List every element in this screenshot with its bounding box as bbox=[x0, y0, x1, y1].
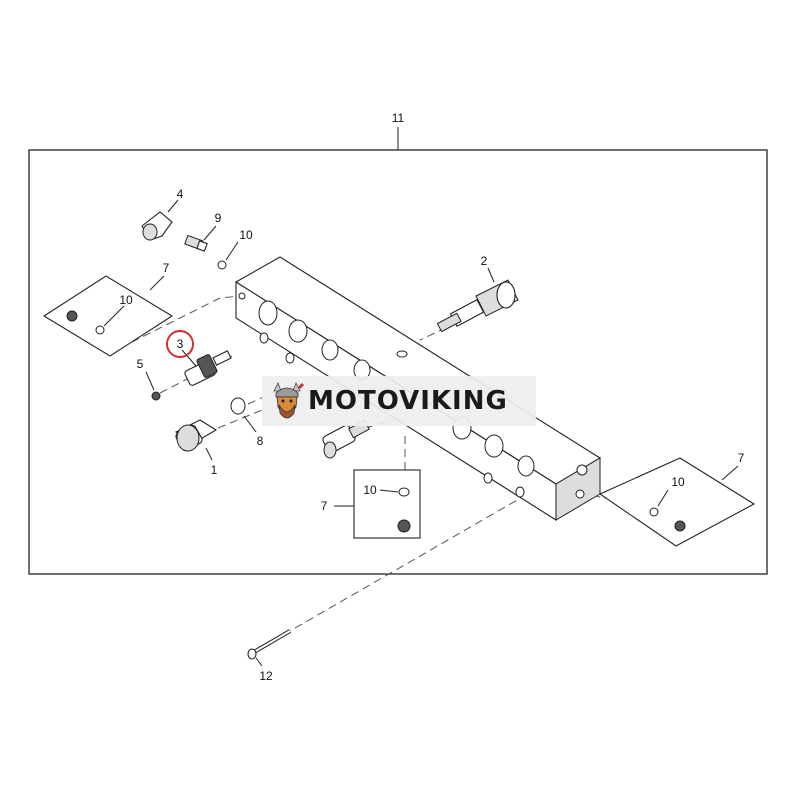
callout-3-highlight-ring bbox=[166, 330, 194, 358]
callout-2: 2 bbox=[481, 254, 488, 268]
callout-10-top: 10 bbox=[239, 228, 253, 242]
callout-10-right: 10 bbox=[671, 475, 685, 489]
callout-7-right: 7 bbox=[738, 451, 745, 465]
callout-7-left: 7 bbox=[163, 261, 170, 275]
part-2-cartridge-valve bbox=[436, 267, 519, 333]
part-3-solenoid-valve bbox=[181, 349, 232, 386]
callout-10-bottom: 10 bbox=[363, 483, 377, 497]
part-1-cap bbox=[174, 419, 218, 461]
viking-logo-icon bbox=[273, 382, 304, 419]
callout-8: 8 bbox=[257, 434, 264, 448]
part-4-elbow-fitting bbox=[141, 199, 179, 241]
callout-10-left: 10 bbox=[119, 293, 133, 307]
watermark-banner: MOTOVIKING bbox=[262, 376, 536, 426]
callout-5: 5 bbox=[137, 357, 144, 371]
watermark-text: MOTOVIKING bbox=[308, 386, 508, 416]
kit-7-bottom bbox=[334, 469, 421, 539]
kit-7-left bbox=[42, 275, 174, 357]
part-5-screw bbox=[145, 371, 161, 401]
callout-4: 4 bbox=[177, 187, 184, 201]
part-8-o-ring bbox=[230, 397, 257, 433]
callout-11: 11 bbox=[392, 111, 405, 125]
callout-12: 12 bbox=[259, 669, 273, 683]
kit-7-right bbox=[598, 457, 756, 547]
callout-7-bottom: 7 bbox=[321, 499, 328, 513]
callout-1: 1 bbox=[211, 463, 218, 477]
part-9-connector bbox=[184, 225, 217, 252]
part-12-bolt bbox=[247, 629, 292, 667]
cartridge-middle bbox=[322, 419, 370, 459]
callout-9: 9 bbox=[215, 211, 222, 225]
part-10-o-ring-top bbox=[217, 241, 239, 270]
callout-3: 3 bbox=[177, 337, 184, 351]
